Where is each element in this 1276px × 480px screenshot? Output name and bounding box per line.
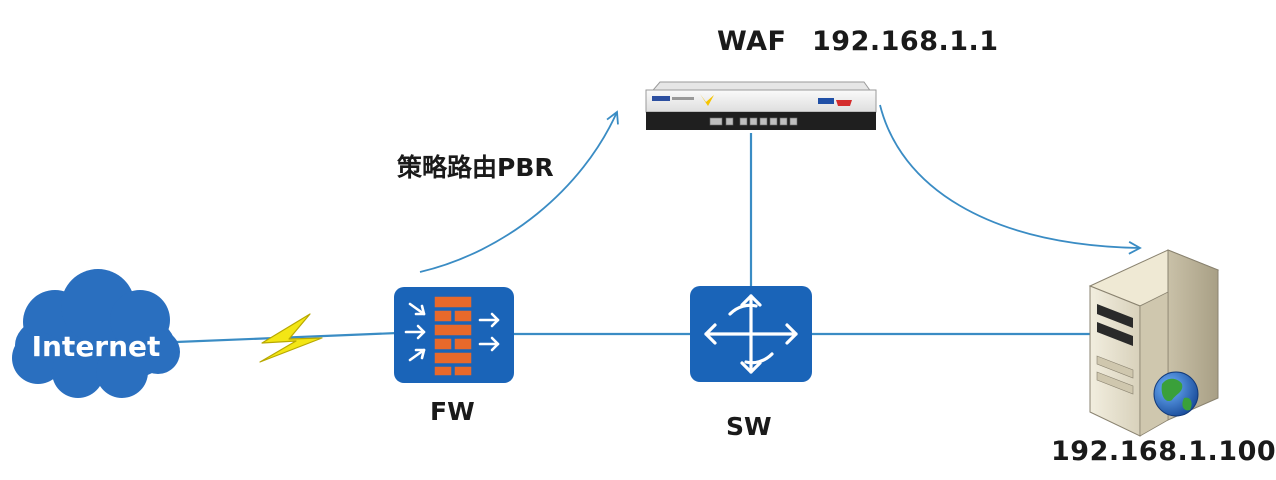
waf-appliance-icon xyxy=(645,81,877,130)
server-icon xyxy=(1088,249,1220,437)
waf-label: WAF xyxy=(717,26,787,57)
firewall-label: FW xyxy=(430,397,475,426)
waf-server-arrow xyxy=(879,104,1142,255)
pbr-arrow xyxy=(419,110,619,273)
links xyxy=(175,104,1142,344)
pbr-label: 策略路由PBR xyxy=(397,153,554,182)
globe-icon xyxy=(1153,371,1199,417)
internet-label: Internet xyxy=(32,330,161,363)
switch-label: SW xyxy=(726,412,772,441)
switch-icon xyxy=(690,286,812,382)
waf-ip-label: 192.168.1.1 xyxy=(812,26,999,57)
cloud-icon: Internet xyxy=(12,269,180,398)
server-ip-label: 192.168.1.100 xyxy=(1051,436,1276,467)
lightning-bolt-icon xyxy=(259,313,323,363)
firewall-icon xyxy=(394,287,514,383)
